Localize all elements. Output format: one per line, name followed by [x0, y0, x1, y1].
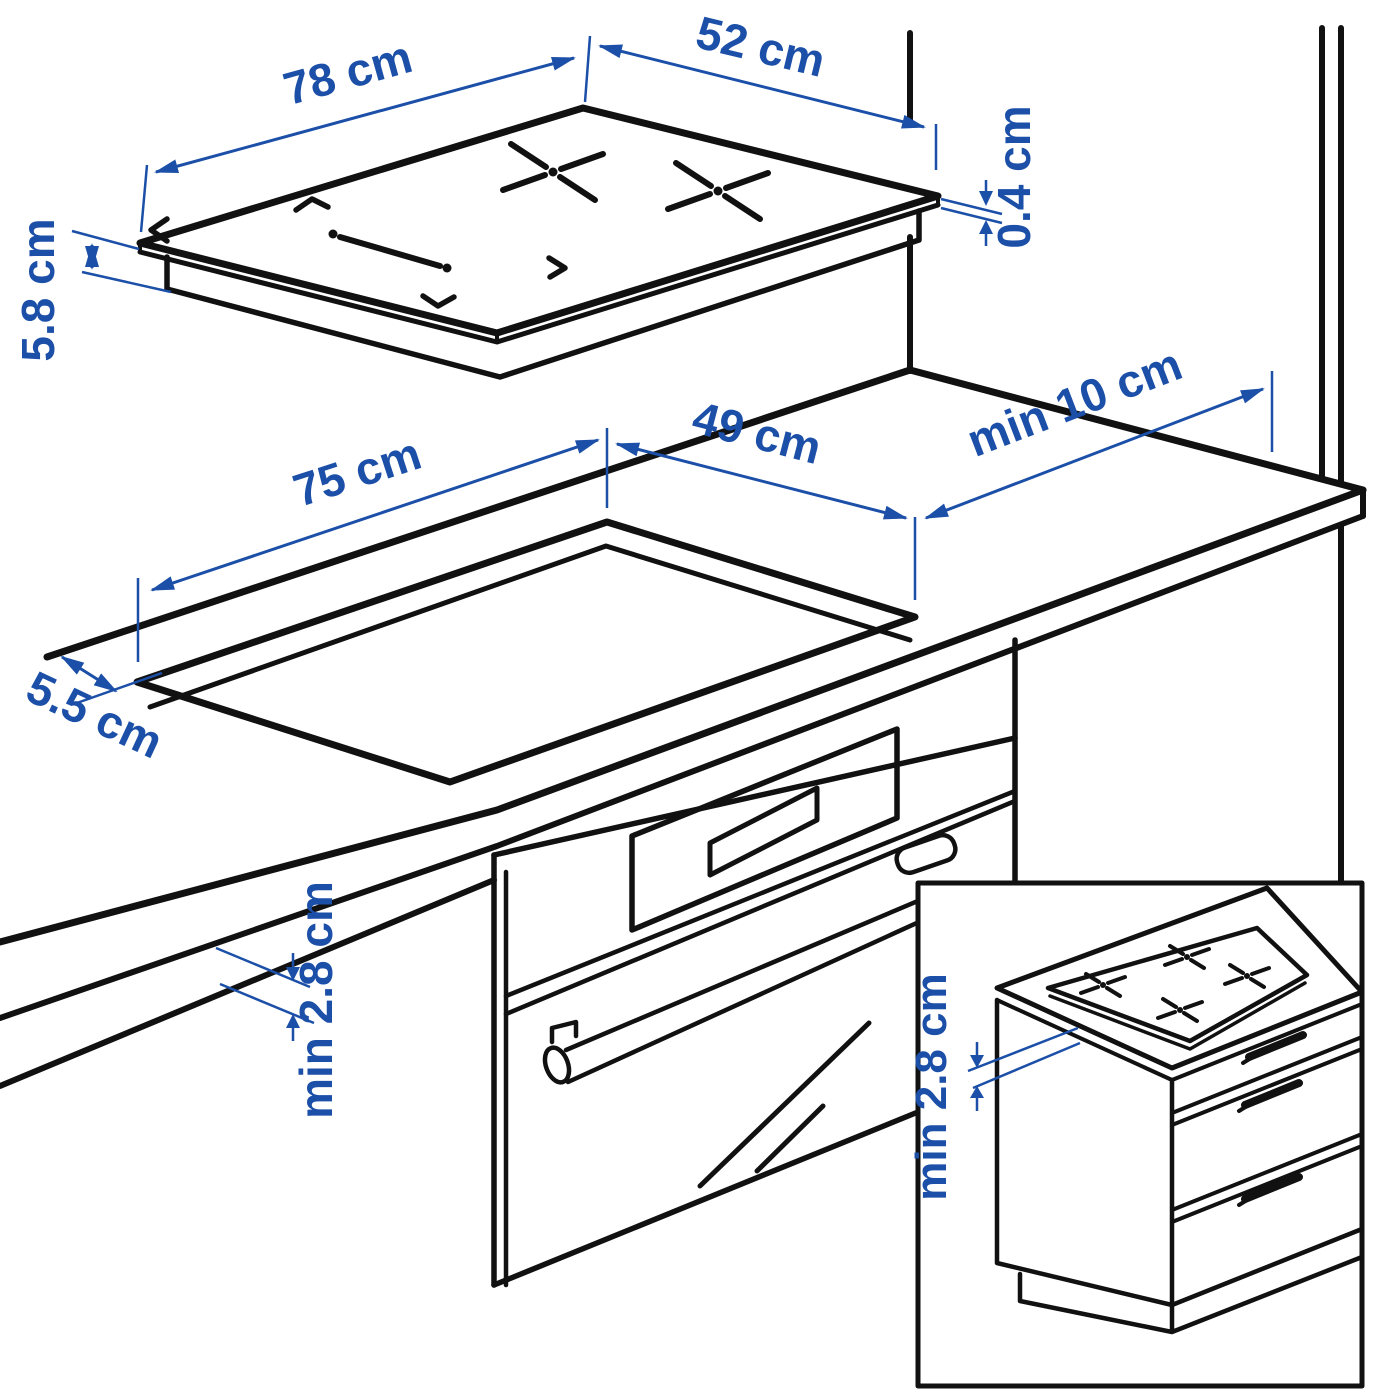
- dimension-inset-clearance: min 2.8 cm: [907, 973, 1081, 1201]
- glass-thickness-label: 0.4 cm: [988, 105, 1040, 248]
- burner-cross-icon: [1156, 997, 1204, 1023]
- worktop-front-edge: [0, 486, 1367, 946]
- dimension-hob-depth: 52 cm: [598, 6, 938, 170]
- hob-glass-edge-ticks: [138, 194, 940, 344]
- oven-clearance-label: min 2.8 cm: [290, 881, 342, 1119]
- worktop-underside-edge: [0, 513, 1366, 1021]
- hob-isometric-view: [136, 104, 942, 380]
- oven-glass-shine: [697, 1020, 872, 1189]
- inset-hob-edge: [1048, 981, 1307, 1051]
- drawer-handle: [1241, 1079, 1303, 1109]
- dimension-wall-distance: min 10 cm: [924, 337, 1274, 520]
- tall-cabinet-side: [1319, 25, 1344, 886]
- dimension-hob-width: 78 cm: [139, 30, 592, 233]
- worktop: [0, 366, 1367, 1089]
- inset-base-cabinet: [994, 885, 1365, 1335]
- dimension-glass-thickness: 0.4 cm: [940, 105, 1040, 249]
- oven-handle-cap: [542, 1045, 572, 1085]
- dimension-hob-height: 5.8 cm: [12, 218, 172, 362]
- worktop-cutout: [133, 518, 919, 786]
- oven-display: [707, 785, 820, 878]
- inset-hob-outline: [1045, 925, 1310, 1044]
- drawer-handles: [1237, 1031, 1307, 1207]
- hob-glass-top-face: [136, 104, 942, 337]
- drawer-dividers: [1170, 1035, 1364, 1224]
- drawer-handle-foot: [1237, 1104, 1249, 1113]
- hob-body: [164, 208, 922, 380]
- oven-handle-bracket: [549, 1019, 579, 1045]
- drawer-handle: [1245, 1031, 1307, 1061]
- burner-cross-icon: [665, 160, 771, 222]
- flex-zone-marks: [148, 196, 568, 309]
- inset-clearance-label: min 2.8 cm: [907, 973, 956, 1200]
- cabinet-plinth: [1017, 1254, 1365, 1335]
- dimension-oven-clearance: min 2.8 cm: [215, 881, 342, 1119]
- oven-handle-end: [894, 832, 958, 876]
- burner-cross-icon: [500, 141, 606, 203]
- cabinet-top-face: [994, 885, 1365, 1071]
- dimension-edge-distance: 5.5 cm: [19, 655, 171, 768]
- burner-cross-icon: [1223, 963, 1271, 989]
- hob-width-label: 78 cm: [278, 30, 418, 115]
- oven: [491, 637, 1018, 1288]
- drawer-handle-foot: [1241, 1056, 1253, 1065]
- inset-detail-box: min 2.8 cm: [907, 880, 1365, 1389]
- drawer-handle-foot: [1237, 1198, 1249, 1207]
- oven-control-panel: [629, 726, 900, 933]
- inset-border: [915, 880, 1365, 1389]
- burner-cross-icon: [1163, 944, 1211, 970]
- cabinet-top-rail: [0, 877, 497, 1089]
- drawer-handle: [1241, 1173, 1303, 1203]
- hob-height-label: 5.8 cm: [12, 218, 64, 361]
- inset-burner-crosses: [1079, 944, 1271, 1023]
- burner-cross-icon: [1079, 972, 1127, 998]
- oven-handle-bar: [563, 881, 968, 1085]
- oven-top-edge: [491, 735, 1018, 858]
- cabinet-side-face: [994, 997, 1175, 1308]
- worktop-cutout-inner-wall: [147, 543, 913, 710]
- oven-door-bottom: [491, 1109, 921, 1288]
- wall-distance-label: min 10 cm: [960, 337, 1189, 466]
